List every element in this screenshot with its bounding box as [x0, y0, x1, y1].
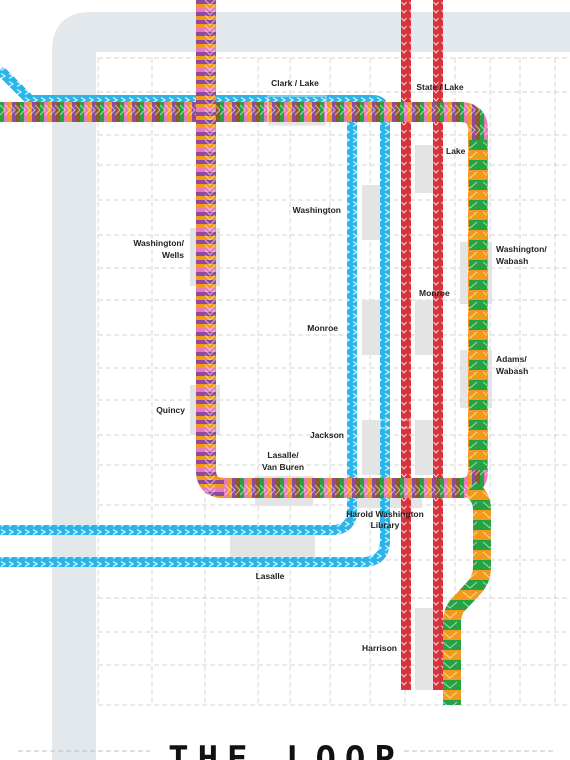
- station-labels: Clark / Lake State / Lake Lake Washingto…: [133, 78, 547, 653]
- label-washington-wabash: Washington/Wabash: [496, 244, 547, 266]
- label-adams-wabash: Adams/Wabash: [496, 354, 528, 376]
- station-platforms: [190, 96, 492, 690]
- platform-lake-red: [415, 145, 435, 193]
- label-lake: Lake: [446, 146, 466, 156]
- platform-monroe-blue: [362, 300, 382, 355]
- platform-jackson-red: [415, 420, 435, 475]
- label-washington-wells: Washington/Wells: [133, 238, 184, 260]
- label-washington: Washington: [293, 205, 341, 215]
- title-block: THE LOOP: [18, 739, 556, 760]
- label-harrison: Harrison: [362, 643, 397, 653]
- label-lasalle-van-buren: Lasalle/Van Buren: [262, 450, 304, 472]
- platform-lasalle: [230, 535, 315, 559]
- map-title: THE LOOP: [168, 739, 404, 760]
- label-quincy: Quincy: [156, 405, 185, 415]
- label-monroe-red: Monroe: [419, 288, 450, 298]
- river: [52, 12, 570, 760]
- platform-jackson-blue: [362, 420, 382, 475]
- label-lasalle: Lasalle: [256, 571, 285, 581]
- south-branch: [443, 480, 491, 705]
- transfer-markers: [267, 95, 411, 429]
- label-jackson: Jackson: [310, 430, 344, 440]
- street-grid: [97, 57, 570, 706]
- label-monroe-blue: Monroe: [307, 323, 338, 333]
- platform-monroe-red: [415, 300, 435, 355]
- label-state-lake: State / Lake: [416, 82, 464, 92]
- platform-washington-blue: [362, 185, 382, 240]
- label-clark-lake: Clark / Lake: [271, 78, 319, 88]
- platform-harrison: [415, 608, 435, 690]
